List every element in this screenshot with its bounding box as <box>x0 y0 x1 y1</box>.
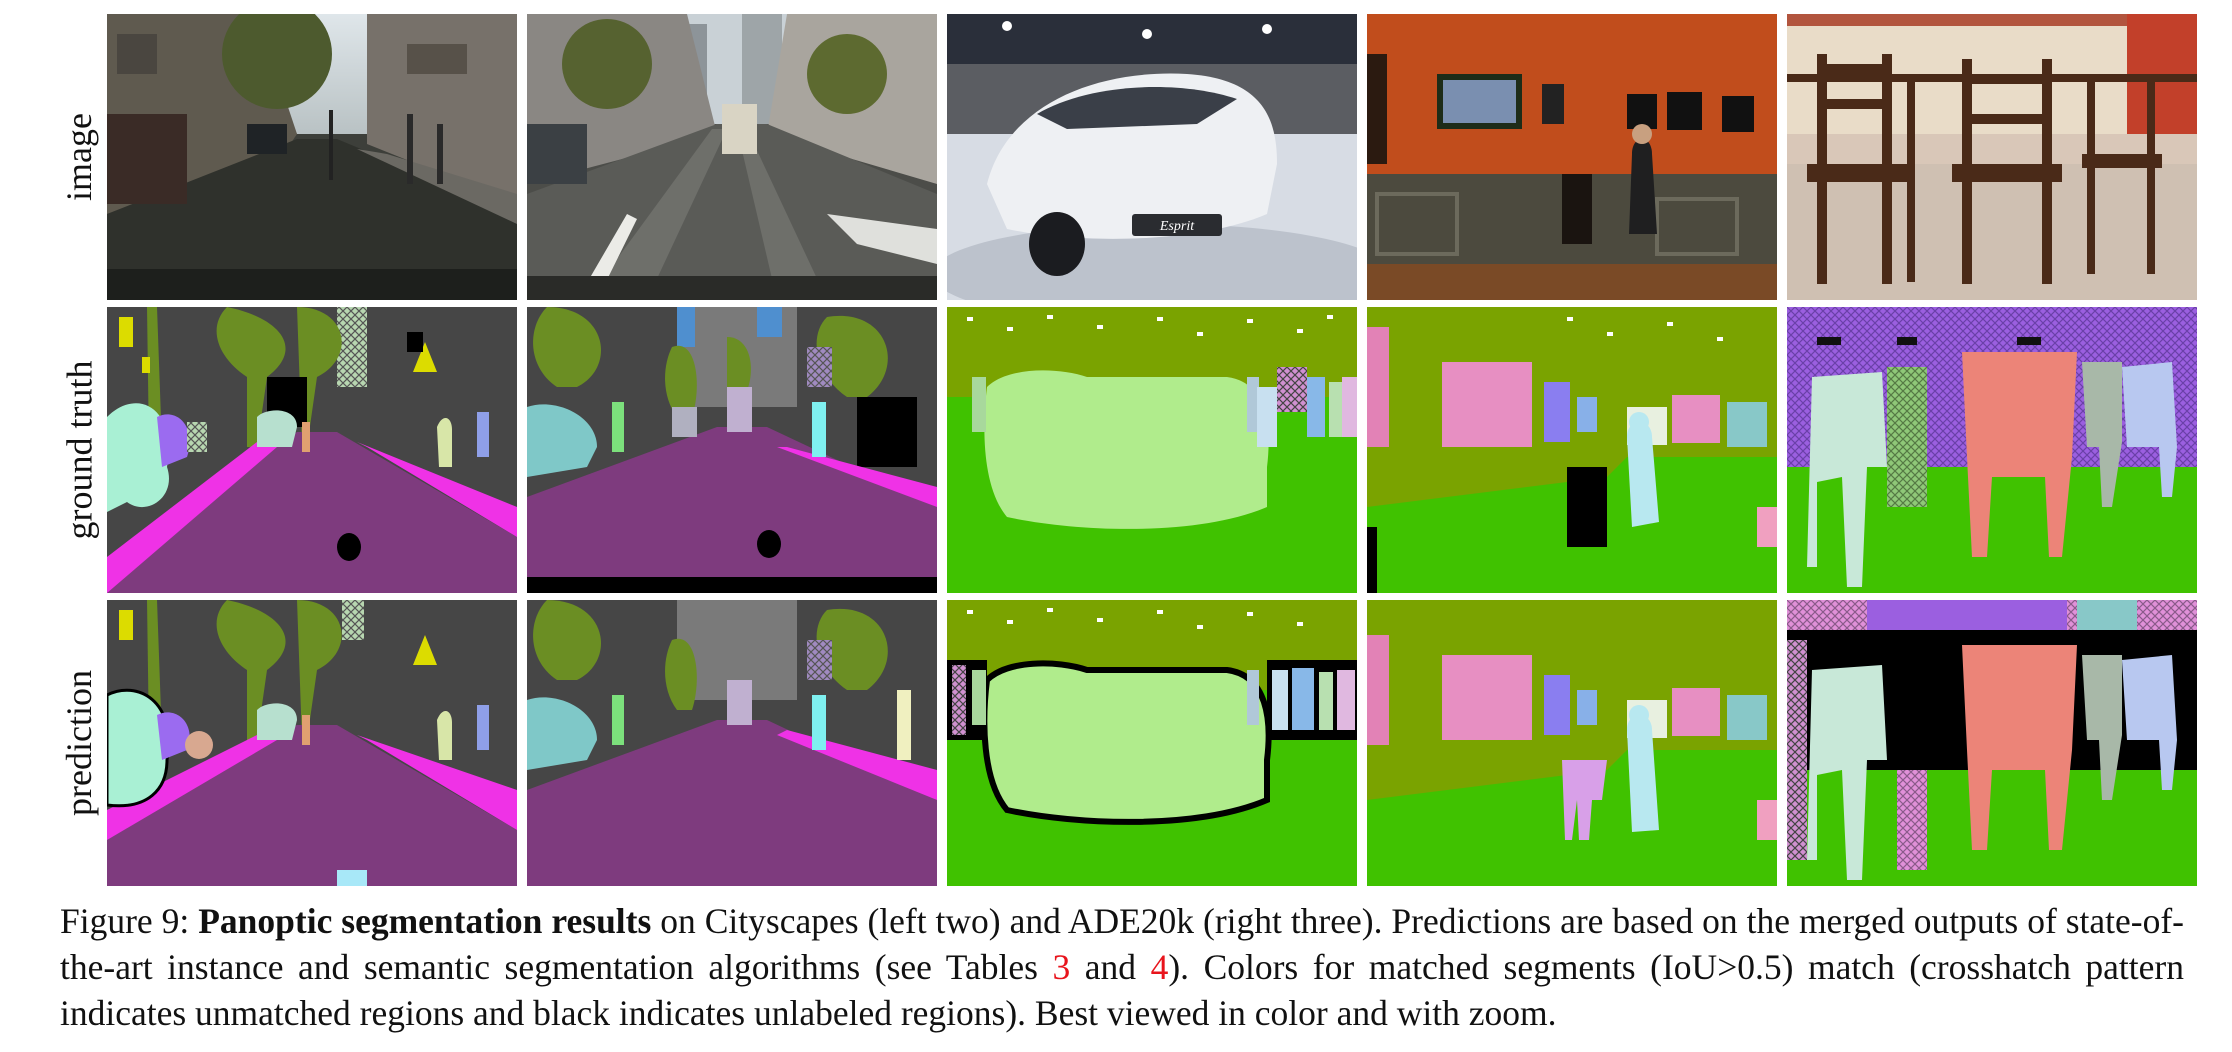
ground-truth-ade20k-car <box>947 307 1357 593</box>
row-label-text: image <box>59 113 99 201</box>
table-ref-4-link[interactable]: 4 <box>1150 947 1169 987</box>
caption-text-2: and <box>1070 947 1151 987</box>
ground-truth-ade20k-chairs <box>1787 307 2197 593</box>
prediction-ade20k-gallery <box>1367 600 1777 886</box>
caption-text-3: ). Colors for matched segments (IoU>0.5)… <box>60 947 2184 1033</box>
figure-caption: Figure 9: Panoptic segmentation results … <box>60 898 2184 1036</box>
image-cityscapes-2 <box>527 14 937 300</box>
prediction-ade20k-chairs <box>1787 600 2197 886</box>
image-ade20k-chairs <box>1787 14 2197 300</box>
prediction-cityscapes-1 <box>107 600 517 886</box>
row-label-prediction: prediction <box>55 600 103 886</box>
image-ade20k-car: Esprit <box>947 14 1357 300</box>
image-ade20k-gallery <box>1367 14 1777 300</box>
table-ref-3-link[interactable]: 3 <box>1052 947 1071 987</box>
prediction-ade20k-car <box>947 600 1357 886</box>
row-label-text: prediction <box>59 670 100 816</box>
prediction-cityscapes-2 <box>527 600 937 886</box>
row-label-ground-truth: ground truth <box>55 307 103 593</box>
row-label-image: image <box>55 14 103 300</box>
ground-truth-cityscapes-2 <box>527 307 937 593</box>
ground-truth-ade20k-gallery <box>1367 307 1777 593</box>
caption-title: Panoptic segmentation results <box>198 901 652 941</box>
car-plate-text: Esprit <box>1159 219 1195 234</box>
row-label-text: ground truth <box>59 360 100 540</box>
ground-truth-cityscapes-1 <box>107 307 517 593</box>
figure-label: Figure 9: <box>60 901 190 941</box>
caption-text-1: on Cityscapes (left two) and ADE20k (rig… <box>60 901 2184 987</box>
image-cityscapes-1 <box>107 14 517 300</box>
